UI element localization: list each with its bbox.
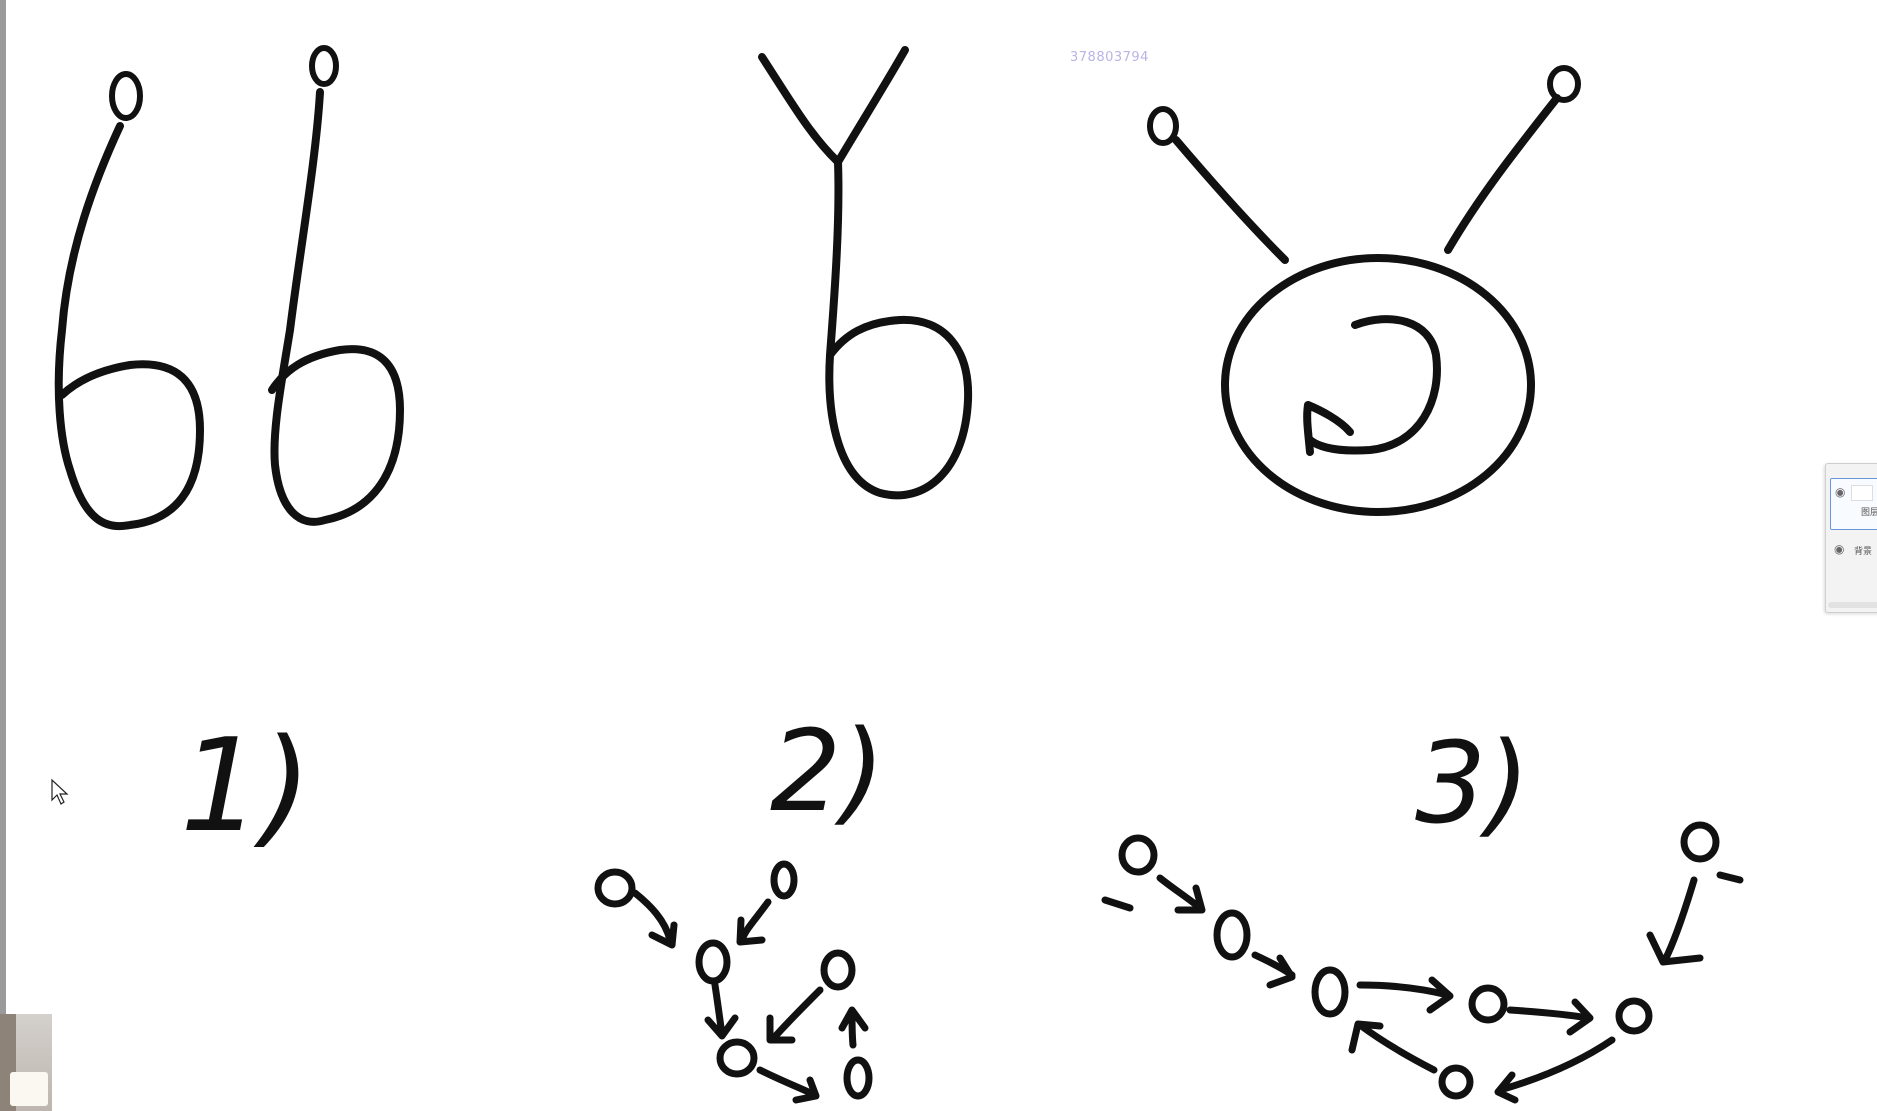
figure-y-loop [758,46,973,500]
layer-row-background[interactable]: ◉ 背景 [1830,536,1877,576]
graph3-edge [1494,1036,1616,1104]
graph3-node [1468,984,1508,1024]
step-label-1: 1) [180,712,311,861]
antenna-left [1172,136,1289,264]
antenna-head-left [1147,106,1179,146]
graph3-edge [1506,998,1594,1036]
eye-icon[interactable]: ◉ [1835,485,1846,499]
webcam-preview [0,1014,52,1111]
refresh-arc [1306,315,1441,455]
mouse-cursor-icon [51,778,69,805]
graph2-edge [736,898,772,946]
eye-icon[interactable]: ◉ [1834,542,1845,556]
graph3-node [1118,834,1158,876]
graph-two [594,860,873,1104]
graph2-node [770,860,798,900]
graph2-node [843,1056,873,1100]
six-stroke-2 [268,88,404,526]
graph3-node [1438,1064,1474,1100]
graph2-node [695,939,731,985]
graph3-edge [1356,976,1454,1014]
six-stroke-1 [54,122,204,531]
graph2-edge [704,981,739,1040]
big-circle [1221,254,1535,516]
antenna-head-right [1547,65,1581,103]
layer-label: 背景 [1854,547,1873,557]
graph-three [1101,821,1744,1104]
ink-blot [1716,871,1744,884]
loop-head-1 [109,71,143,121]
layer-label: 图层 [1861,508,1877,518]
figure-six-pair [54,45,404,531]
graph3-edge [1101,874,1206,914]
graph2-node [594,868,636,908]
graph3-node [1213,909,1251,961]
panel-scrollbar[interactable] [1828,602,1877,608]
step-label-3: 3) [1415,719,1530,849]
graph2-edge [766,986,824,1044]
graph2-node [820,949,856,991]
graph2-node [716,1038,758,1078]
layer-row-active[interactable]: ◉ 图层 [1830,478,1877,530]
figure-antenna-circle [1147,65,1581,516]
graph3-edge [1348,1020,1438,1074]
layer-thumbnail [1851,485,1873,501]
graph2-edge [838,1006,869,1049]
webcam-highlight [10,1072,48,1106]
loop-b-stroke [825,158,973,500]
graph3-edge [1646,876,1704,966]
graph3-node [1311,966,1349,1018]
graph3-node [1615,997,1653,1035]
antenna-right [1444,94,1561,254]
layers-panel[interactable]: ◉ 图层 ◉ 背景 [1825,463,1877,613]
graph2-edge [631,889,678,949]
watermark-id: 378803794 [1070,50,1149,65]
graph2-edge [756,1066,820,1104]
window-edge [0,0,6,1111]
loop-head-2 [309,45,339,87]
graph3-node [1680,821,1720,863]
step-label-2: 2) [770,707,885,837]
refresh-arrowhead [1303,401,1354,456]
graph3-edge [1251,951,1296,989]
